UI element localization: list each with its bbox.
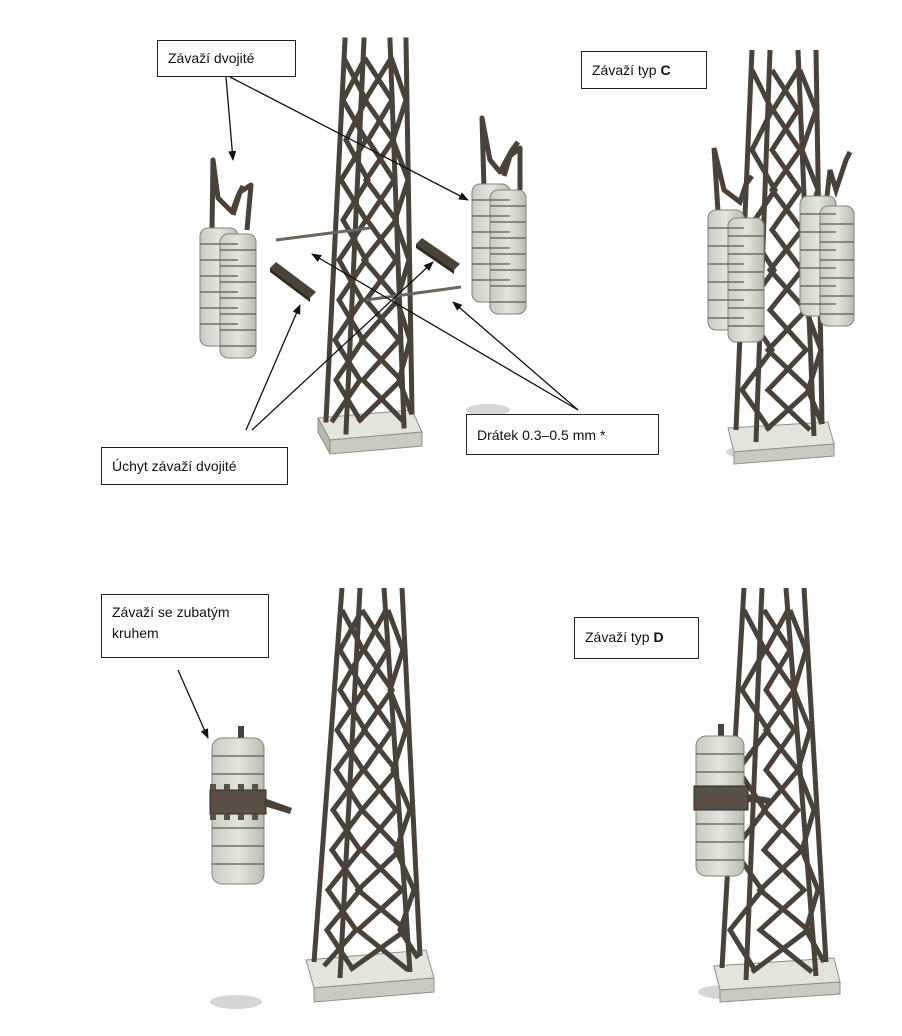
label-wire: Drátek 0.3–0.5 mm * [466,414,659,455]
tower-top-left [317,37,510,455]
label-type-c-letter: C [660,62,671,78]
tower-shadow [466,404,510,416]
toothed-ring-weight-exploded [209,726,292,885]
label-type-d: Závaží typ D [574,617,699,659]
callout-arrow-bottom [177,669,209,739]
label-double-weight-bracket: Úchyt závaží dvojité [101,447,288,485]
label-type-c-prefix: Závaží typ [592,62,661,78]
label-type-c: Závaží typ C [581,51,707,89]
callout-arrows-top [225,76,579,431]
wire-upper [275,226,371,242]
tower-bottom-left [210,587,435,1009]
bracket-left [270,262,316,302]
label-type-d-letter: D [653,629,664,645]
label-double-weight: Závaží dvojité [157,40,296,77]
tower-top-right [707,49,855,465]
label-type-d-prefix: Závaží typ [585,629,654,645]
label-double-weight-text: Závaží dvojité [168,50,255,66]
label-wire-text: Drátek 0.3–0.5 mm * [477,427,606,443]
label-toothed-ring-weight: Závaží se zubatým kruhem [101,594,269,658]
double-weight-left-exploded [199,157,257,359]
bracket-right [416,238,460,274]
label-double-weight-bracket-text: Úchyt závaží dvojité [112,458,237,474]
double-weight-right-exploded [471,115,527,315]
tower-bottom-right [693,587,841,1003]
weight-stack [199,227,257,359]
label-toothed-ring-weight-text: Závaží se zubatým kruhem [112,604,230,641]
wire-lower [365,285,462,302]
